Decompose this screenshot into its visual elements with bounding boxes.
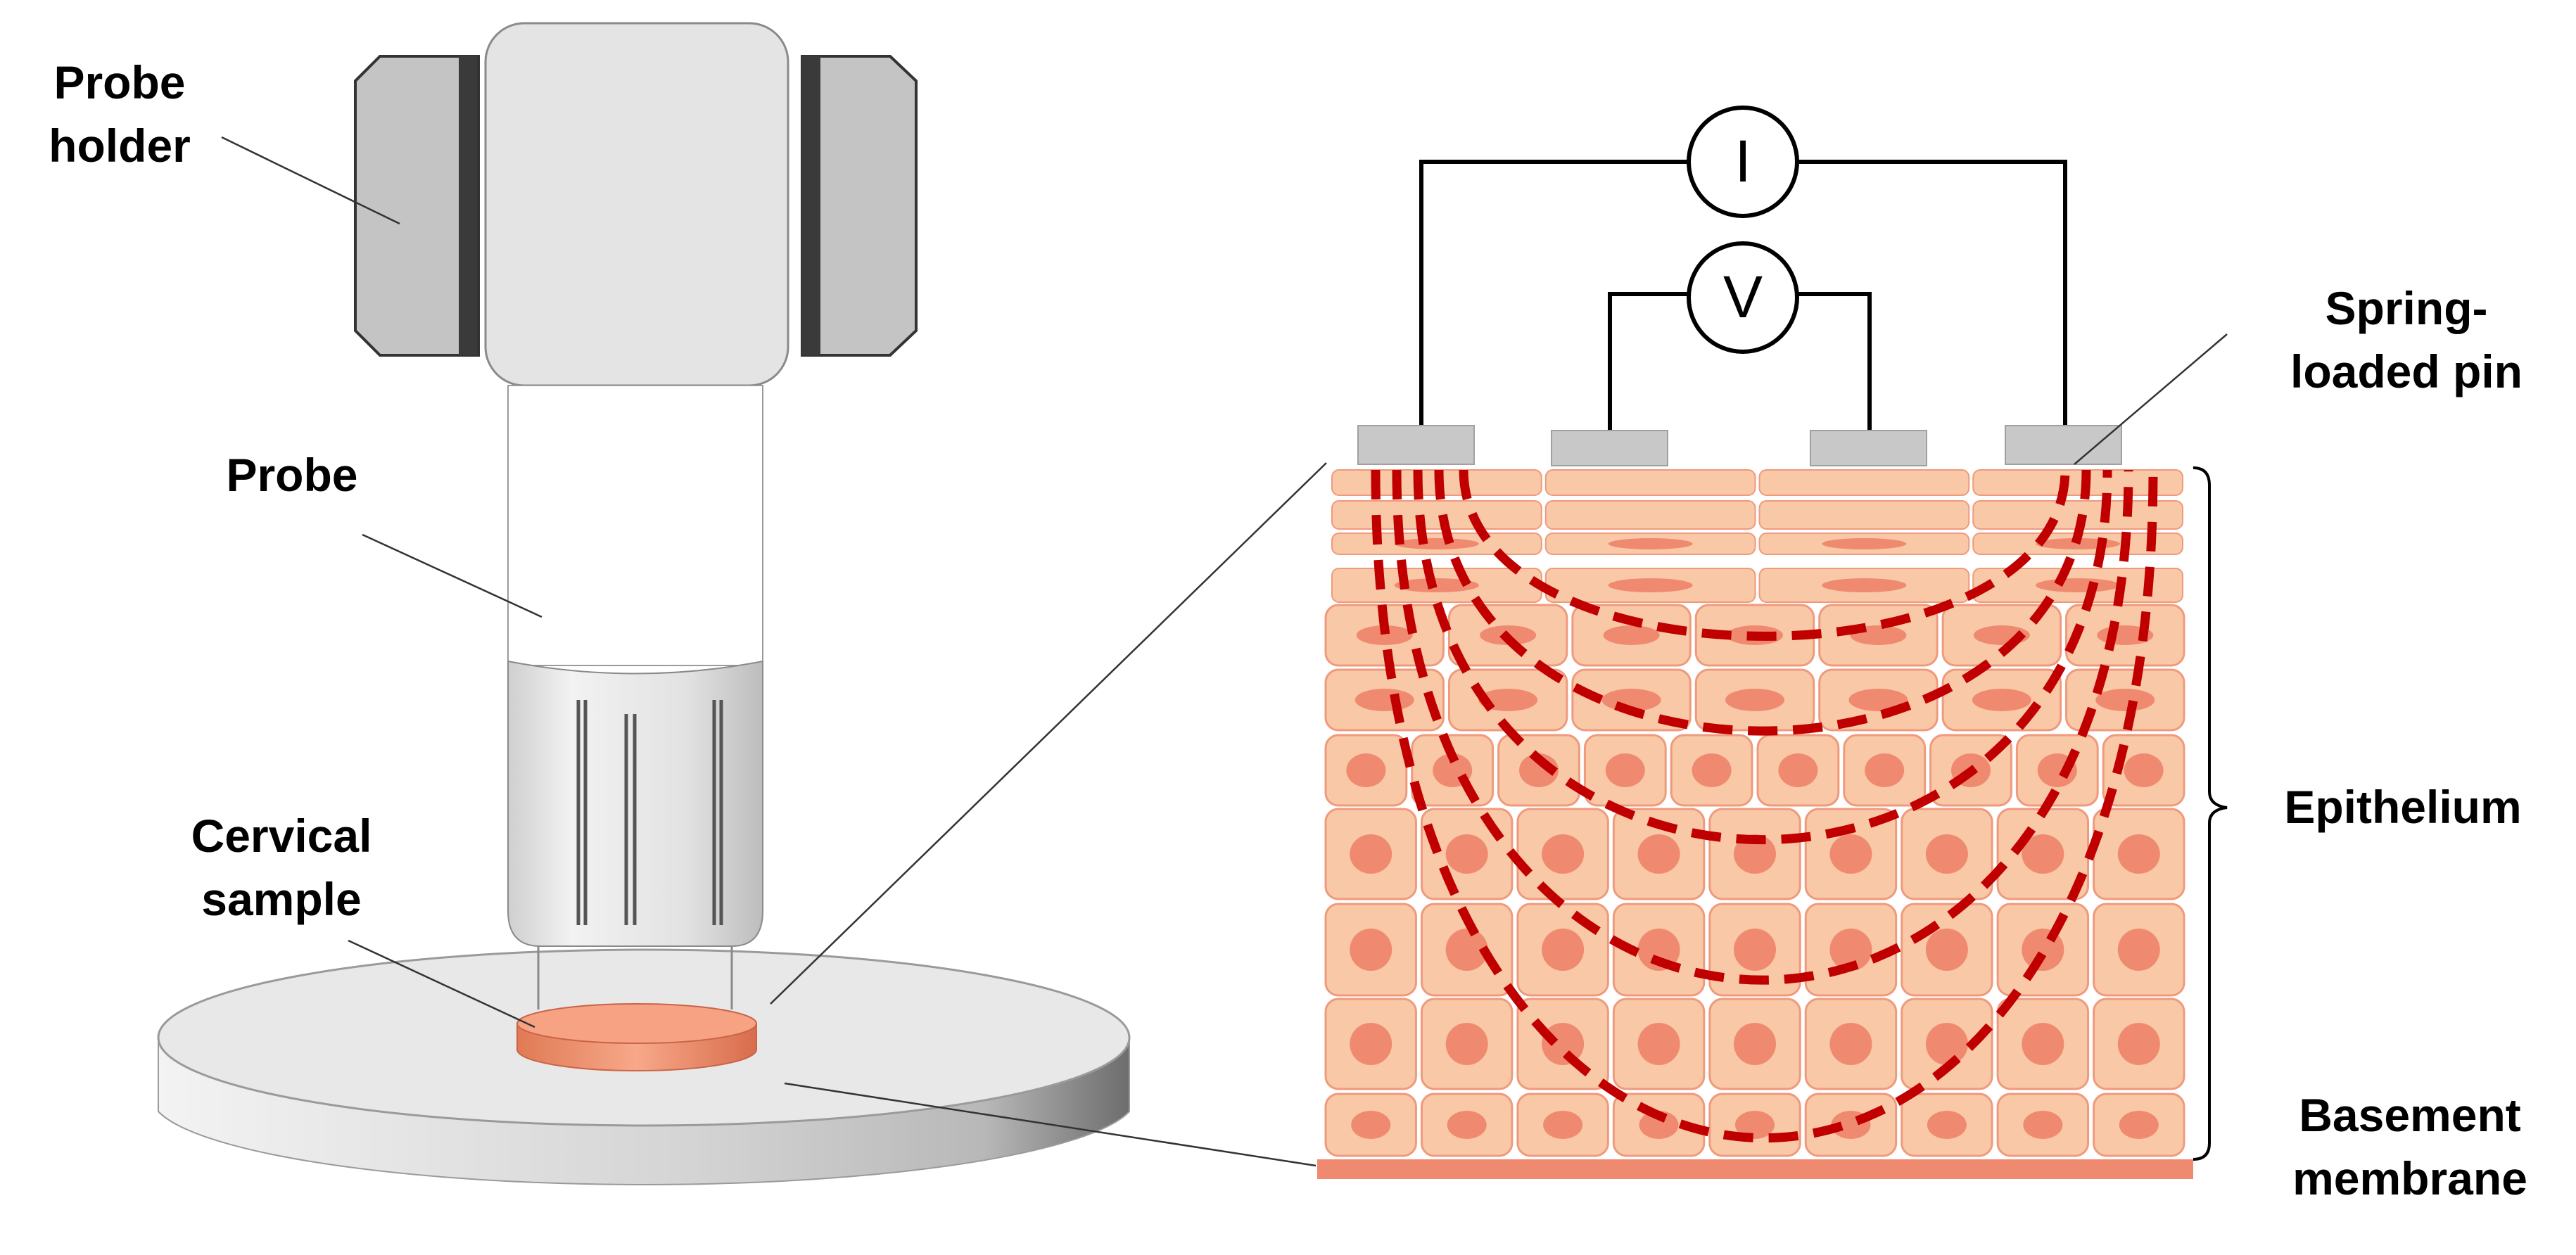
cell-nucleus xyxy=(1603,625,1660,645)
pin-2 xyxy=(1551,430,1668,466)
squamous-cell xyxy=(1544,469,1756,496)
cell-nucleus xyxy=(1637,834,1680,874)
pointer-lines-left xyxy=(221,136,543,1028)
cell-nucleus xyxy=(2036,578,2121,592)
cell-nucleus xyxy=(1848,689,1908,711)
cell-nucleus xyxy=(1925,929,1968,971)
cell-nucleus xyxy=(2117,1023,2160,1065)
epithelium-brace xyxy=(2193,466,2228,1161)
probe-head-block xyxy=(484,22,789,387)
label-spring-loaded-pin: Spring- loaded pin xyxy=(2290,282,2523,397)
cell-nucleus xyxy=(1346,753,1386,787)
cell-nucleus xyxy=(2117,834,2160,874)
cell-nucleus xyxy=(1925,1023,1968,1065)
cell-nucleus xyxy=(1734,1023,1776,1065)
cell-nucleus xyxy=(1351,1111,1391,1139)
pin-pointer-line xyxy=(2074,333,2228,465)
cell-nucleus xyxy=(2124,753,2164,787)
probe-grip-lines xyxy=(576,700,723,925)
cell-nucleus xyxy=(1637,1023,1680,1065)
cell-nucleus xyxy=(1822,578,1907,592)
ammeter-symbol: I xyxy=(1734,128,1751,194)
cell-nucleus xyxy=(1925,834,1968,874)
cell-nucleus xyxy=(1354,689,1414,711)
cell-nucleus xyxy=(1829,834,1872,874)
cell-nucleus xyxy=(1350,929,1392,971)
cell-nucleus xyxy=(1829,929,1872,971)
cell-nucleus xyxy=(2117,929,2160,971)
cell-nucleus xyxy=(1445,834,1488,874)
probe-upper-shaft xyxy=(507,385,763,666)
circuit-wires xyxy=(1419,160,2067,431)
cell-nucleus xyxy=(1445,929,1488,971)
cell-nucleus xyxy=(2095,689,2155,711)
squamous-cell xyxy=(1331,500,1542,530)
label-epithelium: Epithelium xyxy=(2284,781,2522,833)
cell-nucleus xyxy=(1829,1023,1872,1065)
pin-3 xyxy=(1810,430,1927,466)
cell-nucleus xyxy=(2119,1111,2159,1139)
ammeter: I xyxy=(1687,106,1799,218)
label-cervical-sample: Cervical sample xyxy=(191,810,372,925)
cell-nucleus xyxy=(1637,929,1680,971)
squamous-cell xyxy=(1758,500,1970,530)
current-paths xyxy=(1371,469,2158,1142)
current-path-arc xyxy=(1434,469,2091,736)
spring-loaded-pins xyxy=(1357,425,2122,466)
label-basement-membrane: Basement membrane xyxy=(2292,1089,2527,1204)
cell-nucleus xyxy=(1735,1111,1775,1139)
squamous-cell xyxy=(1544,500,1756,530)
cell-nucleus xyxy=(1605,753,1645,787)
label-probe-holder: Probe holder xyxy=(49,56,191,172)
cell-nucleus xyxy=(1445,1023,1488,1065)
cell-nucleus xyxy=(1972,689,2031,711)
cell-nucleus xyxy=(2022,1023,2064,1065)
voltmeter-symbol: V xyxy=(1723,264,1763,330)
cell-nucleus xyxy=(1350,1023,1392,1065)
cell-nucleus xyxy=(1394,538,1479,549)
cell-nucleus xyxy=(2022,834,2064,874)
cell-nucleus xyxy=(1927,1111,1967,1139)
zoom-lines xyxy=(770,462,1327,1167)
label-probe: Probe xyxy=(226,449,358,501)
cervical-sample-disc xyxy=(516,1003,757,1071)
cell-nucleus xyxy=(1608,578,1693,592)
pin-4 xyxy=(2005,425,2122,465)
cell-nucleus xyxy=(1725,689,1784,711)
cell-nucleus xyxy=(1639,1111,1679,1139)
cell-nucleus xyxy=(1822,538,1907,549)
cell-nucleus xyxy=(1734,929,1776,971)
cell-nucleus xyxy=(1350,834,1392,874)
cell-nucleus xyxy=(1543,1111,1583,1139)
cell-nucleus xyxy=(1447,1111,1487,1139)
cell-nucleus xyxy=(2023,1111,2063,1139)
cell-nucleus xyxy=(1542,834,1585,874)
cell-nucleus xyxy=(1692,753,1732,787)
squamous-cell xyxy=(1758,469,1970,496)
basement-membrane xyxy=(1317,1159,2193,1179)
cell-nucleus xyxy=(1542,929,1585,971)
probe-holder-left-block xyxy=(354,55,480,357)
probe-holder-right-block xyxy=(801,55,918,357)
pin-1 xyxy=(1357,425,1475,465)
epithelium-tissue xyxy=(1324,469,2185,1157)
cell-nucleus xyxy=(1778,753,1818,787)
current-path-arc xyxy=(1459,469,2070,641)
current-path-arc xyxy=(1413,469,2112,844)
cell-nucleus xyxy=(1865,753,1905,787)
probe-tip-pins xyxy=(537,946,733,1009)
voltmeter: V xyxy=(1687,241,1799,354)
cell-nucleus xyxy=(1356,625,1413,645)
cell-nucleus xyxy=(1608,538,1693,549)
base-platform xyxy=(157,948,1131,1185)
current-path-arc xyxy=(1392,469,2133,985)
